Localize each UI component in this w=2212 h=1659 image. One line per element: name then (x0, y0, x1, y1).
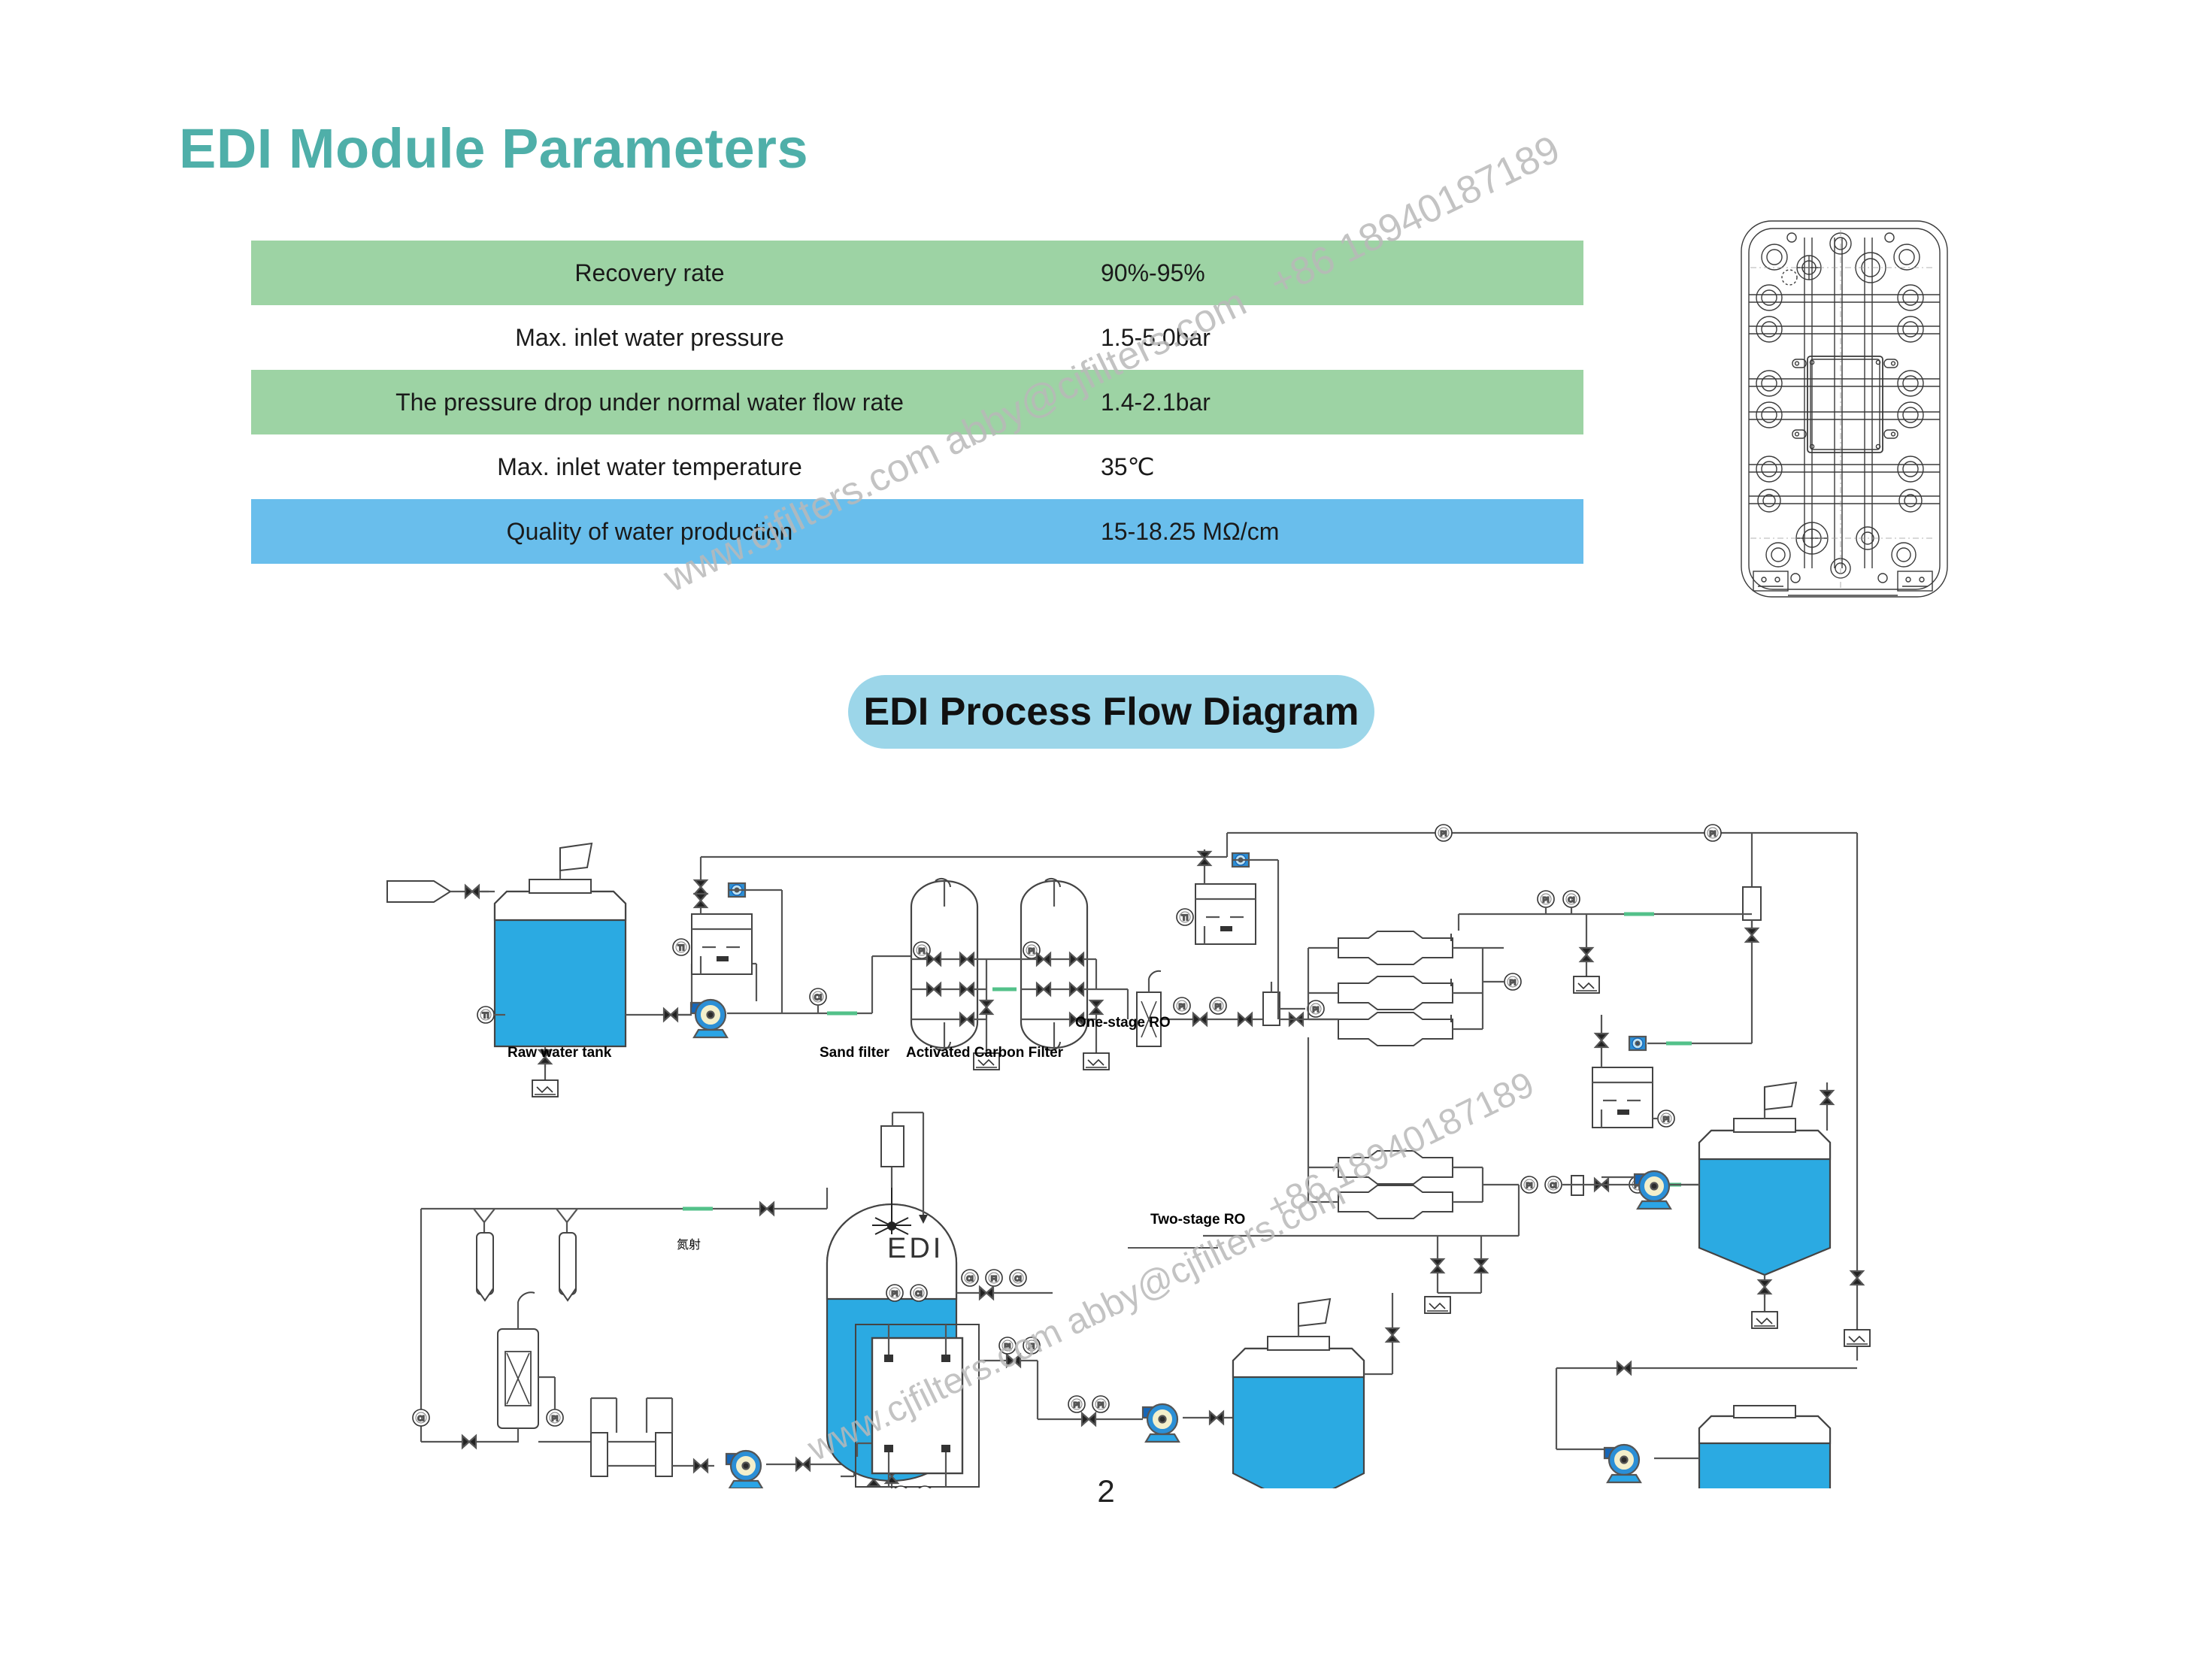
label-sand-filter: Sand filter (820, 1045, 889, 1061)
svg-text:CI: CI (916, 1290, 923, 1297)
svg-text:PI: PI (1710, 830, 1717, 837)
svg-text:TI: TI (678, 944, 685, 952)
svg-text:PI: PI (1179, 1003, 1186, 1010)
svg-text:PI: PI (1441, 830, 1447, 837)
label-activated-carbon-filter: Activated Carbon Filter (906, 1045, 1064, 1061)
svg-text:PI: PI (919, 947, 926, 955)
svg-text:PI: PI (1098, 1401, 1104, 1409)
parameter-value: 35℃ (1101, 453, 1155, 480)
svg-text:PI: PI (1543, 896, 1550, 904)
svg-text:PI: PI (552, 1415, 559, 1422)
table-row: Max. inlet water temperature 35℃ (251, 434, 1583, 499)
svg-text:TI: TI (483, 1012, 489, 1020)
parameter-name: Max. inlet water temperature (497, 453, 802, 480)
svg-text:CI: CI (418, 1415, 425, 1422)
page-number: 2 (1097, 1473, 1115, 1509)
svg-text:PI: PI (1510, 979, 1517, 986)
table-row: Recovery rate 90%-95% (251, 241, 1583, 305)
svg-text:CI: CI (967, 1275, 974, 1282)
label-two-stage-ro: Two-stage RO (1150, 1212, 1246, 1228)
svg-text:CI: CI (1550, 1182, 1557, 1189)
parameter-value: 1.5-5.0bar (1101, 323, 1211, 351)
flow-diagram-title: EDI Process Flow Diagram (863, 690, 1359, 734)
svg-text:FI: FI (1029, 1343, 1035, 1350)
svg-text:PI: PI (1074, 1401, 1080, 1409)
label-one-stage-ro: One-stage RO (1075, 1015, 1171, 1031)
parameter-value: 15-18.25 MΩ/cm (1101, 517, 1280, 545)
label-edi-unit: EDI (887, 1233, 944, 1264)
svg-text:PI: PI (892, 1290, 898, 1297)
svg-text:TI: TI (1182, 914, 1189, 922)
svg-text:FI: FI (991, 1275, 997, 1282)
edi-module-plate-drawing (1735, 215, 1953, 613)
parameter-name: Recovery rate (574, 259, 725, 286)
parameter-name: Quality of water production (506, 517, 793, 545)
label-nitrogen-spray: 氮射 (677, 1239, 701, 1252)
svg-text:PI: PI (1029, 947, 1035, 955)
svg-text:PI: PI (1215, 1003, 1222, 1010)
svg-text:CI: CI (1015, 1275, 1022, 1282)
svg-text:CI: CI (814, 994, 822, 1002)
edi-process-flow-diagram: TI TI CI (376, 767, 1872, 1545)
svg-text:CI: CI (1568, 896, 1575, 904)
label-raw-water-tank: Raw water tank (508, 1045, 612, 1061)
table-row: Max. inlet water pressure 1.5-5.0bar (251, 305, 1583, 370)
svg-text:PI: PI (1313, 1006, 1320, 1013)
table-row: The pressure drop under normal water flo… (251, 370, 1583, 434)
svg-text:PI: PI (1004, 1343, 1011, 1350)
page-title: EDI Module Parameters (179, 117, 809, 180)
flow-diagram-title-pill: EDI Process Flow Diagram (848, 675, 1374, 749)
parameter-value: 1.4-2.1bar (1101, 388, 1211, 416)
parameter-value: 90%-95% (1101, 259, 1205, 286)
table-row: Quality of water production 15-18.25 MΩ/… (251, 499, 1583, 564)
parameter-name: The pressure drop under normal water flo… (395, 388, 904, 416)
parameter-name: Max. inlet water pressure (515, 323, 784, 351)
svg-text:PI: PI (1663, 1116, 1670, 1123)
svg-text:PI: PI (1526, 1182, 1533, 1189)
parameters-table: Recovery rate 90%-95% Max. inlet water p… (251, 241, 1583, 564)
